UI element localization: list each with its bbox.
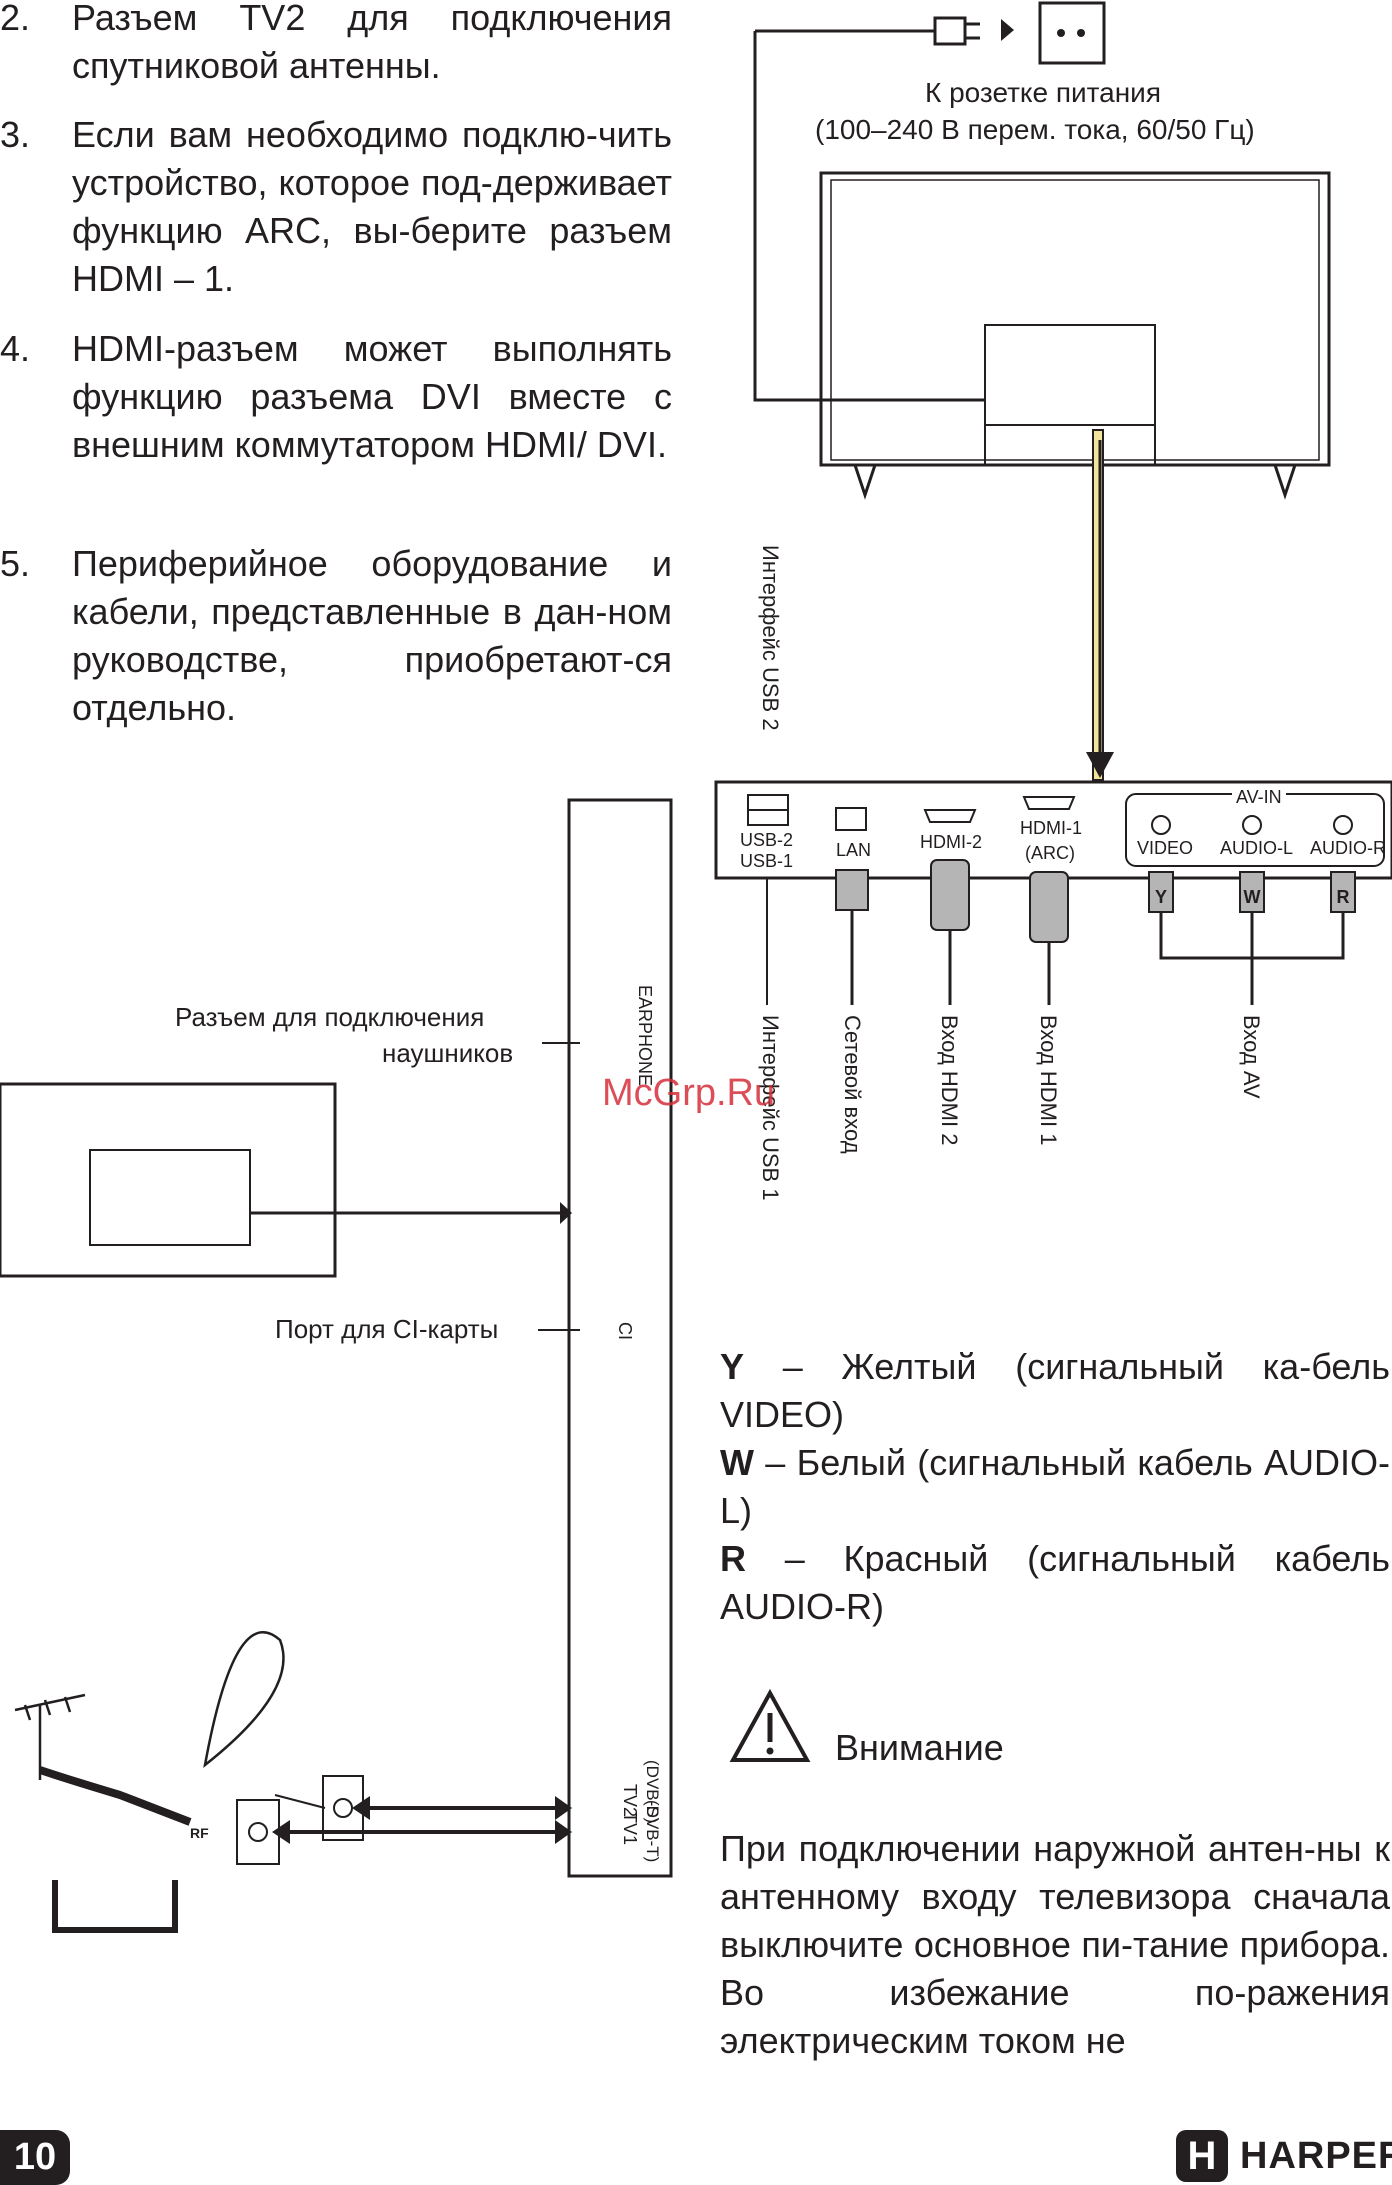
audio-l-label: AUDIO-L	[1220, 838, 1294, 858]
av-cable	[1092, 429, 1104, 781]
color-legend: Y – Желтый (сигнальный ка-бель VIDEO) W …	[720, 1343, 1390, 1631]
hdmi-1-plug-icon	[1029, 871, 1069, 943]
satellite-dish-icon	[203, 1630, 285, 1769]
brand-logo-letter: H	[1176, 2130, 1228, 2182]
video-label: VIDEO	[1137, 838, 1194, 858]
hdmi-2-input-label: Вход HDMI 2	[937, 1015, 962, 1146]
legend-y-text: – Желтый (сигнальный ка-бель VIDEO)	[720, 1346, 1390, 1435]
av-in-label: AV-IN	[1232, 787, 1286, 808]
hdmi-1-arc-label: (ARC)	[1025, 843, 1075, 863]
legend-w-text: – Белый (сигнальный кабель AUDIO-L)	[720, 1442, 1390, 1531]
wall-socket-icon	[1038, 1, 1106, 65]
usb-2-interface-label: Интерфейс USB 2	[758, 545, 783, 731]
page-number: 10	[0, 2130, 70, 2185]
video-jack-icon	[1151, 815, 1171, 835]
warning-paragraph: При подключении наружной антен-ны к анте…	[720, 1828, 1390, 2061]
note-text: Если вам необходимо подклю-чить устройст…	[72, 114, 672, 299]
usb-2-label: USB-2	[740, 830, 794, 850]
terrestrial-antenna-icon	[14, 1693, 86, 1780]
headphones-callout-line1: Разъем для подключения	[175, 1002, 485, 1032]
lan-port-icon	[835, 807, 867, 831]
brand-logo-name: HARPER	[1240, 2134, 1392, 2177]
power-plug-icon	[933, 16, 967, 46]
lan-label: LAN	[836, 840, 872, 860]
hdmi-1-port-icon	[1022, 796, 1076, 810]
watermark: McGrp.Ru	[602, 1072, 776, 1114]
legend-r-text: – Красный (сигнальный кабель AUDIO-R)	[720, 1538, 1390, 1627]
plug-r-label: R	[1337, 887, 1350, 907]
down-arrow-icon	[1086, 752, 1114, 778]
usb-1-label: USB-1	[740, 851, 794, 871]
plug-r-icon	[1330, 871, 1356, 913]
audio-r-label: AUDIO-R	[1310, 838, 1386, 858]
right-arrow-icon	[560, 1202, 572, 1224]
tv-back-top-icon	[819, 171, 1331, 467]
legend-w: W – Белый (сигнальный кабель AUDIO-L)	[720, 1439, 1390, 1535]
side-panel	[567, 798, 673, 1878]
legend-w-key: W	[720, 1442, 754, 1483]
warning-title: Внимание	[835, 1727, 1004, 1768]
plug-w-icon	[1239, 871, 1265, 913]
tv1-label: TV1	[620, 1812, 640, 1846]
lan-plug-icon	[835, 869, 869, 911]
ci-label: CI	[615, 1322, 635, 1340]
rf-label: RF	[190, 1825, 209, 1841]
power-voltage-label: (100–240 В перем. тока, 60/50 Гц)	[815, 114, 1255, 145]
legend-y: Y – Желтый (сигнальный ка-бель VIDEO)	[720, 1343, 1390, 1439]
audio-l-jack-icon	[1242, 815, 1262, 835]
warning-icon	[729, 1688, 811, 1762]
power-outlet-label: К розетке питания	[925, 77, 1161, 108]
hdmi-1-label: HDMI-1	[1020, 818, 1082, 838]
network-input-label: Сетевой вход	[840, 1015, 865, 1154]
plug-w-label: W	[1244, 887, 1261, 907]
earphone-label: EARPHONE	[635, 985, 655, 1087]
legend-r-key: R	[720, 1538, 746, 1579]
plug-y-label: Y	[1155, 887, 1167, 907]
tv-back-left-icon	[0, 1082, 337, 1278]
hdmi-2-port-icon	[923, 809, 977, 823]
tv1-sub-label: (DVB-T)	[643, 1800, 662, 1863]
note-number: 4.	[0, 328, 31, 369]
legend-y-key: Y	[720, 1346, 745, 1387]
audio-r-jack-icon	[1333, 815, 1353, 835]
hdmi-2-label: HDMI-2	[920, 832, 982, 852]
brand-logo: H HARPER	[1176, 2128, 1392, 2184]
headphones-callout-line2: наушников	[382, 1038, 514, 1068]
power-cable	[753, 29, 985, 402]
note-number: 5.	[0, 543, 31, 584]
hdmi-1-input-label: Вход HDMI 1	[1036, 1015, 1061, 1146]
legend-r: R – Красный (сигнальный кабель AUDIO-R)	[720, 1535, 1390, 1631]
note-text: Разъем TV2 для подключения спутниковой а…	[72, 0, 672, 86]
note-number: 2.	[0, 0, 31, 38]
note-text: Периферийное оборудование и кабели, пред…	[72, 543, 672, 728]
note-text: HDMI-разъем может выполнять функцию разъ…	[72, 328, 672, 465]
ci-port-callout: Порт для CI-карты	[275, 1314, 499, 1344]
hdmi-2-plug-icon	[930, 859, 970, 931]
av-input-label: Вход AV	[1239, 1015, 1264, 1099]
note-number: 3.	[0, 114, 31, 155]
